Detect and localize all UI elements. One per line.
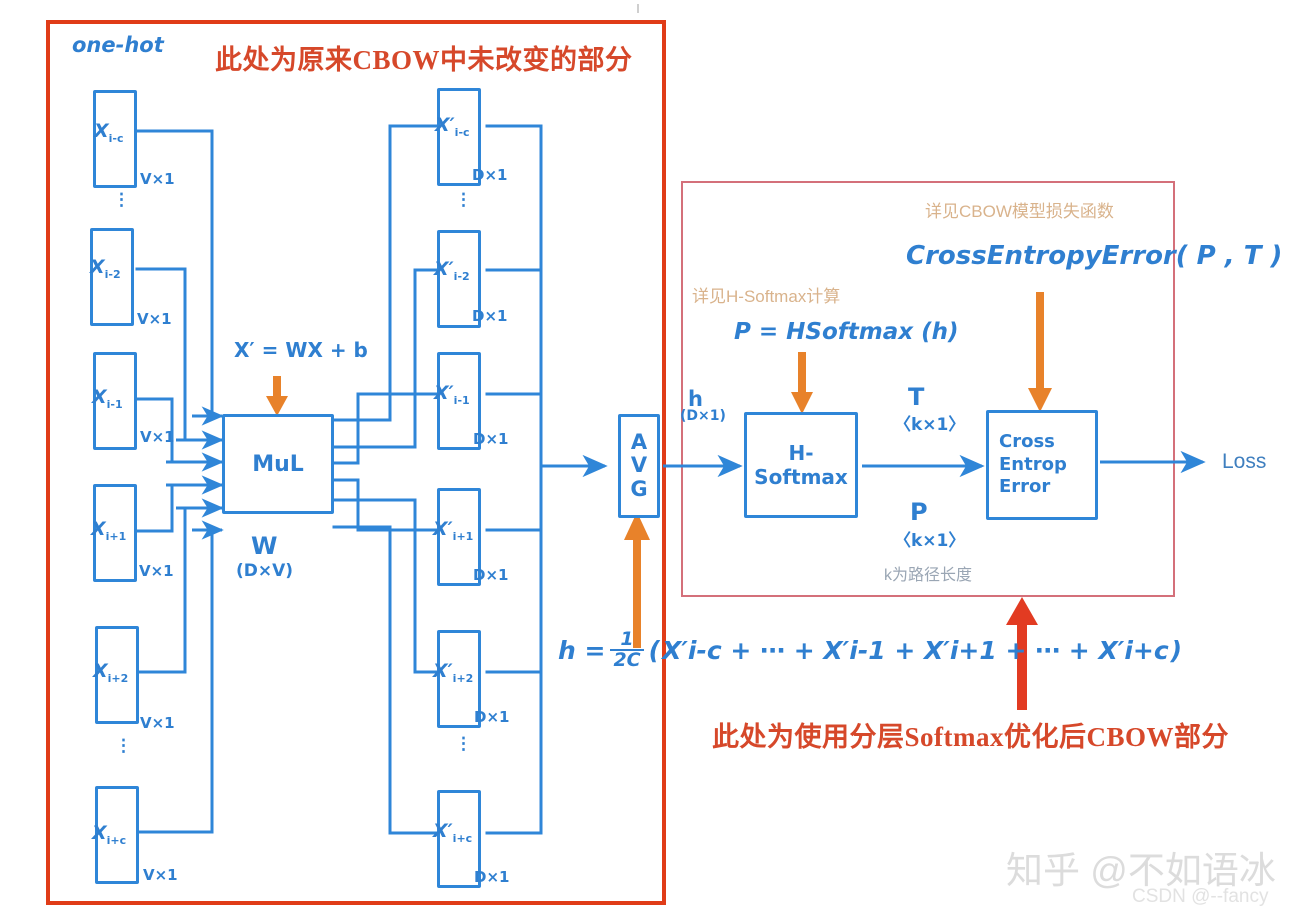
loss-note-label: 详见CBOW模型损失函数	[925, 202, 1114, 221]
k-path-length-note: k为路径长度	[884, 567, 973, 584]
mul-weight-name: W	[251, 532, 278, 560]
vector-dim-proj-4: D×1	[474, 708, 510, 726]
vector-box-input-4[interactable]	[95, 626, 139, 724]
vector-label-proj-3: X′i+1	[433, 518, 474, 543]
cross-entropy-input-P-dim: 〈k×1〉	[894, 531, 966, 551]
cross-entropy-line-3: Error	[999, 476, 1051, 498]
cross-entropy-line-1: Cross	[999, 431, 1055, 453]
vector-ellipsis-proj-bottom: ⋮	[455, 734, 472, 753]
vector-label-input-0: Xi-c	[94, 120, 124, 145]
hsoftmax-input-dim: (D×1)	[680, 408, 726, 424]
vector-label-proj-1: X′i-2	[434, 258, 470, 283]
region-frame-original-cbow	[46, 20, 666, 905]
csdn-watermark: CSDN @--fancy	[1132, 886, 1269, 907]
vector-box-proj-3[interactable]	[437, 488, 481, 586]
vector-dim-proj-1: D×1	[472, 307, 508, 325]
vector-label-input-4: Xi+2	[93, 660, 129, 685]
vector-dim-proj-2: D×1	[473, 430, 509, 448]
cross-entropy-formula: CrossEntropyError( P , T )	[906, 241, 1283, 271]
cross-entropy-line-2: Entrop	[999, 453, 1067, 475]
vector-ellipsis-proj-top: ⋮	[455, 190, 472, 209]
vector-dim-input-3: V×1	[139, 562, 174, 580]
vector-box-proj-5[interactable]	[437, 790, 481, 888]
vector-label-proj-2: X′i-1	[434, 382, 470, 407]
hsoftmax-input-name: h	[688, 387, 703, 411]
hsoftmax-note-label: 详见H-Softmax计算	[692, 287, 841, 306]
vector-box-proj-0[interactable]	[437, 88, 481, 186]
avg-formula-numerator: 1	[620, 628, 634, 650]
vector-dim-input-0: V×1	[140, 170, 175, 188]
vector-label-input-5: Xi+c	[92, 822, 127, 847]
cross-entropy-input-T-name: T	[908, 383, 925, 411]
cross-entropy-input-P-name: P	[910, 498, 928, 526]
mul-block[interactable]: MuL	[222, 414, 334, 514]
vector-dim-proj-3: D×1	[473, 566, 509, 584]
avg-block[interactable]: A V G	[618, 414, 660, 518]
one-hot-label: one-hot	[72, 33, 164, 57]
vector-dim-input-2: V×1	[140, 428, 175, 446]
hsoftmax-block[interactable]: H-Softmax	[744, 412, 858, 518]
vector-label-proj-5: X′i+c	[433, 820, 473, 845]
hsoftmax-formula: P = HSoftmax (h)	[734, 319, 959, 345]
vector-box-input-2[interactable]	[93, 352, 137, 450]
cross-entropy-block[interactable]: Cross Entrop Error	[986, 410, 1098, 520]
bottom-region-title: 此处为使用分层Softmax优化后CBOW部分	[712, 722, 1229, 752]
avg-formula-terms: X′i-c + ⋯ + X′i-1 + X′i+1 + ⋯ + X′i+c	[662, 635, 1169, 665]
avg-formula-open-paren: (	[648, 635, 661, 665]
vector-box-input-1[interactable]	[90, 228, 134, 326]
vector-label-proj-4: X′i+2	[433, 660, 474, 685]
vector-box-proj-1[interactable]	[437, 230, 481, 328]
avg-formula-fraction: 1 2C	[610, 628, 644, 671]
vector-ellipsis-input-top: ⋮	[113, 190, 130, 209]
mul-formula-label: X′ = WX + b	[234, 338, 368, 362]
region-frame-hierarchical-softmax	[681, 181, 1175, 597]
vector-box-proj-2[interactable]	[437, 352, 481, 450]
avg-formula-lhs: h =	[558, 635, 606, 665]
vector-box-input-0[interactable]	[93, 90, 137, 188]
mul-weight-dim: (D×V)	[236, 561, 294, 581]
vector-label-input-3: Xi+1	[91, 518, 127, 543]
top-tick-mark	[637, 4, 639, 13]
vector-dim-proj-0: D×1	[472, 166, 508, 184]
avg-letter-a: A	[630, 430, 648, 455]
cross-entropy-input-T-dim: 〈k×1〉	[894, 415, 966, 435]
vector-dim-input-4: V×1	[140, 714, 175, 732]
fraction-bar	[610, 649, 644, 651]
vector-dim-input-5: V×1	[143, 866, 178, 884]
vector-ellipsis-input-bottom: ⋮	[115, 736, 132, 755]
loss-label: Loss	[1222, 450, 1267, 473]
zhihu-watermark: 知乎 @不如语冰	[1006, 850, 1276, 891]
vector-box-input-5[interactable]	[95, 786, 139, 884]
avg-letter-g: G	[630, 476, 648, 501]
left-region-title: 此处为原来CBOW中未改变的部分	[215, 45, 633, 75]
avg-formula-close-paren: )	[1170, 635, 1183, 665]
vector-dim-proj-5: D×1	[474, 868, 510, 886]
vector-dim-input-1: V×1	[137, 310, 172, 328]
vector-label-input-2: Xi-1	[92, 386, 123, 411]
avg-formula: h = 1 2C ( X′i-c + ⋯ + X′i-1 + X′i+1 + ⋯…	[558, 630, 1182, 670]
avg-letter-v: V	[630, 453, 648, 478]
vector-label-proj-0: X′i-c	[435, 114, 470, 139]
avg-formula-denominator: 2C	[613, 649, 641, 671]
vector-box-proj-4[interactable]	[437, 630, 481, 728]
vector-label-input-1: Xi-2	[90, 256, 121, 281]
vector-box-input-3[interactable]	[93, 484, 137, 582]
